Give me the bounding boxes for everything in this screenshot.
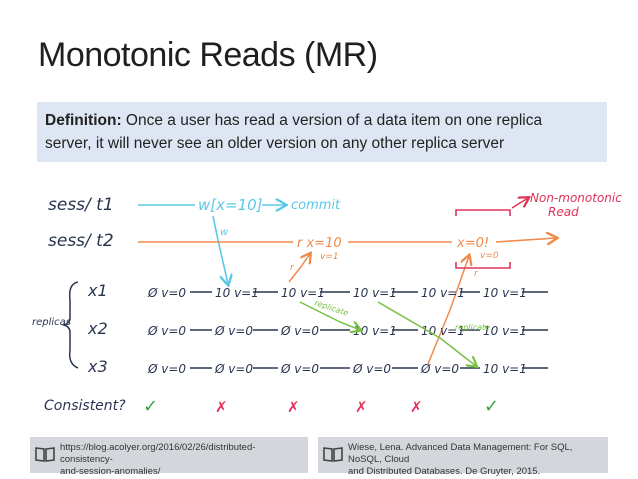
bracket-top (455, 209, 511, 216)
definition-text-line2: server, it will never see an older versi… (45, 135, 505, 152)
replica-x2-state-3: Ø v=0 (280, 324, 319, 338)
replica-x2-state-6: 10 v=1 (483, 324, 527, 338)
w-label: w (220, 227, 229, 238)
replica-x3-state-1: Ø v=0 (147, 362, 186, 376)
read2-arrow (427, 256, 469, 365)
non-monotonic-line1: Non-monotonic (530, 191, 622, 205)
consistency-mark-4: ✗ (355, 399, 368, 416)
consistency-mark-6: ✓ (484, 396, 499, 416)
replicate-arrow-1 (299, 301, 360, 330)
replica-x1-state-2: 10 v=1 (215, 286, 259, 300)
replicate-label-1: replicate (313, 298, 349, 317)
read2-label: x=0! (456, 236, 489, 251)
reference-left-line1: https://blog.acolyer.org/2016/02/26/dist… (60, 442, 256, 465)
replica-x1-state-5: 10 v=1 (421, 286, 465, 300)
book-icon (323, 447, 343, 462)
replica-x3-state-2: Ø v=0 (214, 362, 253, 376)
replica-x3-state-5: Ø v=0 (420, 362, 459, 376)
slide-title: Monotonic Reads (MR) (38, 36, 378, 74)
reference-left-line2: and-session-anomalies/ (60, 466, 161, 477)
non-monotonic-arrow (511, 198, 528, 209)
replica-x1-state-6: 10 v=1 (483, 286, 527, 300)
replicas-brace (61, 281, 79, 369)
replicas-label: replicas (32, 317, 71, 328)
replicate-arrow-2 (377, 301, 476, 366)
read1-r-small: r (290, 263, 295, 273)
replica-x1-state-3: 10 v=1 (281, 286, 325, 300)
replica-x1-state-1: Ø v=0 (147, 286, 186, 300)
book-icon (35, 447, 55, 462)
read1-label: r x=10 (297, 236, 342, 251)
replica-x2-state-5: 10 v=1 (421, 324, 465, 338)
replica-name-x1: x1 (87, 281, 108, 300)
reference-right-line1: Wiese, Lena. Advanced Data Management: F… (348, 442, 573, 465)
definition-text-line1: Once a user has read a version of a data… (121, 112, 543, 129)
replica-x3-state-6: 10 v=1 (483, 362, 527, 376)
consistency-mark-2: ✗ (215, 399, 228, 416)
replica-connectors (190, 291, 548, 369)
consistency-mark-5: ✗ (410, 399, 423, 416)
replica-x1-state-4: 10 v=1 (353, 286, 397, 300)
read2-sub: v=0 (480, 251, 499, 261)
non-monotonic-line2: Read (548, 205, 579, 219)
consistent-label: Consistent? (44, 398, 126, 414)
bracket-bottom (455, 262, 511, 269)
replica-x3-state-4: Ø v=0 (352, 362, 391, 376)
replica-x3-state-3: Ø v=0 (280, 362, 319, 376)
reference-right-line2: and Distributed Databases. De Gruyter, 2… (348, 466, 541, 477)
consistency-mark-3: ✗ (287, 399, 300, 416)
write-propagation-arrow (212, 215, 228, 284)
read2-r-small: r (474, 269, 479, 279)
consistency-mark-1: ✓ (143, 396, 158, 416)
replica-name-x3: x3 (87, 357, 108, 376)
read1-arrow (288, 254, 310, 283)
read1-sub: v=1 (320, 252, 339, 262)
replica-x2-state-2: Ø v=0 (214, 324, 253, 338)
replica-x2-state-4: 10 v=1 (353, 324, 397, 338)
commit-label: commit (291, 198, 341, 213)
reference-left: https://blog.acolyer.org/2016/02/26/dist… (30, 437, 308, 477)
session2-line-c (495, 238, 556, 242)
reference-right: Wiese, Lena. Advanced Data Management: F… (318, 437, 608, 477)
definition-box: Definition: Once a user has read a versi… (37, 102, 607, 162)
session2-label: sess/ t2 (48, 231, 114, 251)
replica-x2-state-1: Ø v=0 (147, 324, 186, 338)
write-op: w[x=10] (198, 196, 263, 214)
session1-label: sess/ t1 (48, 195, 114, 215)
definition-label: Definition: (45, 112, 122, 129)
replica-name-x2: x2 (87, 319, 108, 338)
replicate-label-2: replicate (455, 323, 490, 332)
